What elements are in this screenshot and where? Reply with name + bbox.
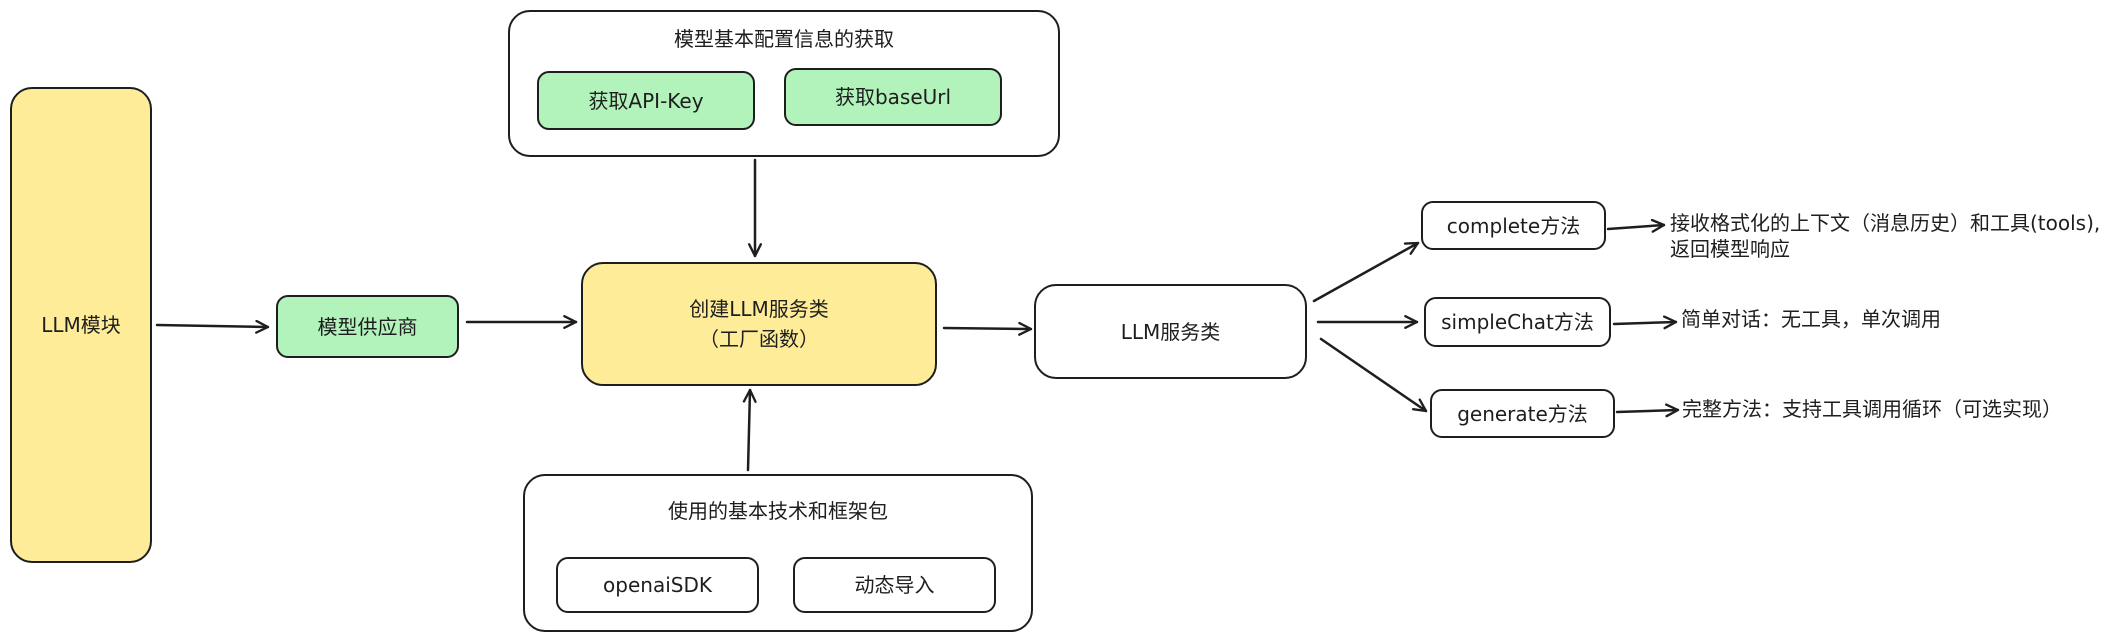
provider-box: 模型供应商	[276, 295, 459, 358]
service-class-label: LLM服务类	[1120, 319, 1221, 344]
config-item-api-key-label: 获取API-Key	[588, 88, 704, 113]
complete-description: 接收格式化的上下文（消息历史）和工具(tools), 返回模型响应	[1670, 211, 2101, 261]
config-group: 模型基本配置信息的获取 获取API-Key 获取baseUrl	[508, 10, 1060, 157]
complete-method-box: complete方法	[1421, 201, 1606, 250]
generate-method-box: generate方法	[1430, 389, 1615, 438]
llm-module-label: LLM模块	[41, 313, 121, 337]
config-item-base-url: 获取baseUrl	[784, 68, 1002, 126]
llm-module-box: LLM模块	[10, 87, 152, 563]
provider-label: 模型供应商	[317, 314, 418, 339]
tech-group-title: 使用的基本技术和框架包	[668, 499, 888, 523]
simplechat-description: 简单对话：无工具，单次调用	[1681, 307, 1941, 331]
arrow-generate-to-desc	[1615, 403, 1680, 418]
arrow-service-to-generate	[1319, 337, 1428, 413]
tech-group: 使用的基本技术和框架包 openaiSDK 动态导入	[523, 474, 1033, 632]
arrow-factory-to-service	[942, 321, 1033, 336]
generate-description: 完整方法：支持工具调用循环（可选实现）	[1682, 397, 2062, 421]
factory-box: 创建LLM服务类 （工厂函数）	[581, 262, 937, 386]
service-class-box: LLM服务类	[1034, 284, 1307, 379]
tech-item-dynamic-import: 动态导入	[793, 557, 996, 613]
generate-method-label: generate方法	[1457, 401, 1588, 426]
config-item-base-url-label: 获取baseUrl	[834, 85, 952, 109]
simplechat-method-box: simpleChat方法	[1424, 297, 1611, 347]
tech-item-openai-sdk: openaiSDK	[556, 557, 759, 613]
arrow-simplechat-to-desc	[1612, 315, 1678, 330]
arrow-complete-to-desc	[1606, 218, 1666, 233]
tech-item-openai-sdk-label: openaiSDK	[603, 573, 712, 597]
config-group-title: 模型基本配置信息的获取	[674, 27, 894, 51]
config-item-api-key: 获取API-Key	[537, 71, 755, 130]
factory-label: 创建LLM服务类 （工厂函数）	[689, 297, 829, 351]
tech-item-dynamic-import-label: 动态导入	[854, 573, 935, 597]
arrow-module-to-provider	[155, 319, 270, 334]
arrow-service-to-complete	[1312, 241, 1420, 303]
complete-method-label: complete方法	[1446, 213, 1581, 238]
arrow-tech-to-factory	[742, 388, 757, 472]
simplechat-method-label: simpleChat方法	[1441, 310, 1594, 334]
